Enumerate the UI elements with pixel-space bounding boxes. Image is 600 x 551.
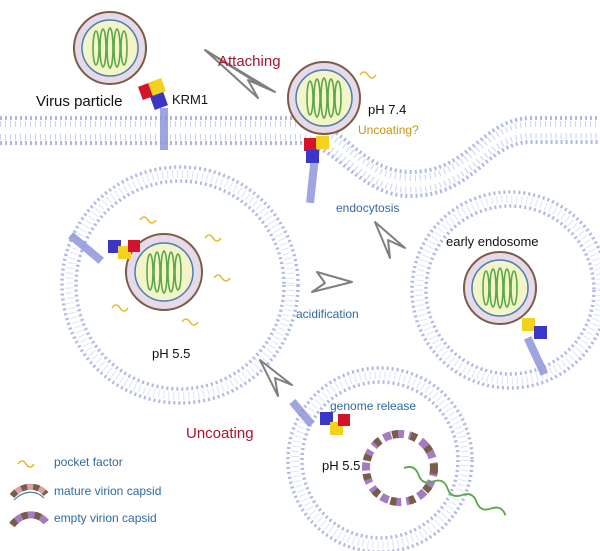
krm1-receptor-late-endosome xyxy=(68,232,140,264)
pocket-factor-pit xyxy=(359,71,377,79)
legend-item-mature-capsid: mature virion capsid xyxy=(9,483,161,501)
virus-particle-free xyxy=(73,11,147,85)
label-endocytosis: endocytosis xyxy=(336,201,399,215)
plasma-membrane xyxy=(0,116,600,199)
genome-coil xyxy=(92,27,128,69)
label-genome-release: genome release xyxy=(330,399,416,413)
label-uncoating: Uncoating xyxy=(186,425,254,442)
empty-capsid-icon xyxy=(9,511,49,528)
acidification-arrow xyxy=(311,271,353,293)
mature-capsid-icon xyxy=(9,483,49,501)
legend: pocket factor mature virion capsid empty… xyxy=(9,455,161,528)
label-virus-particle: Virus particle xyxy=(36,93,122,110)
virus-in-early-endosome xyxy=(463,251,537,325)
pocket-factor-icon xyxy=(17,460,35,468)
late-endosome-membrane xyxy=(60,165,300,405)
pocket-factors-released xyxy=(111,216,231,326)
legend-item-pocket-factor: pocket factor xyxy=(17,455,123,469)
label-krm1: KRM1 xyxy=(172,92,208,107)
label-attaching: Attaching xyxy=(218,53,281,70)
early-endosome-membrane xyxy=(410,190,600,390)
krm1-receptor-early-endosome xyxy=(522,318,549,376)
uncoating-endosome-membrane xyxy=(286,366,474,551)
label-ph-7-4: pH 7.4 xyxy=(368,102,406,117)
virus-in-late-endosome xyxy=(125,233,203,311)
virus-particle-attached xyxy=(287,61,361,135)
label-acidification: acidification xyxy=(296,307,359,321)
legend-item-empty-capsid: empty virion capsid xyxy=(9,511,157,528)
label-ph-5-5-uncoating: pH 5.5 xyxy=(322,458,360,473)
uncoating-arrow xyxy=(259,359,293,397)
label-early-endosome: early endosome xyxy=(446,234,539,249)
krm1-receptor-surface xyxy=(138,78,168,150)
krm1-receptor-pit xyxy=(304,136,329,204)
released-genome-rna xyxy=(403,466,507,516)
label-ph-5-5-late-endosome: pH 5.5 xyxy=(152,346,190,361)
legend-label: empty virion capsid xyxy=(54,511,157,525)
legend-label: mature virion capsid xyxy=(54,484,161,498)
label-uncoating-question: Uncoating? xyxy=(358,123,419,137)
attaching-arrow xyxy=(204,49,276,99)
empty-capsid-ring xyxy=(362,430,438,506)
legend-label: pocket factor xyxy=(54,455,123,469)
endocytosis-arrow xyxy=(374,221,406,259)
krm1-receptor-uncoating xyxy=(289,398,350,435)
